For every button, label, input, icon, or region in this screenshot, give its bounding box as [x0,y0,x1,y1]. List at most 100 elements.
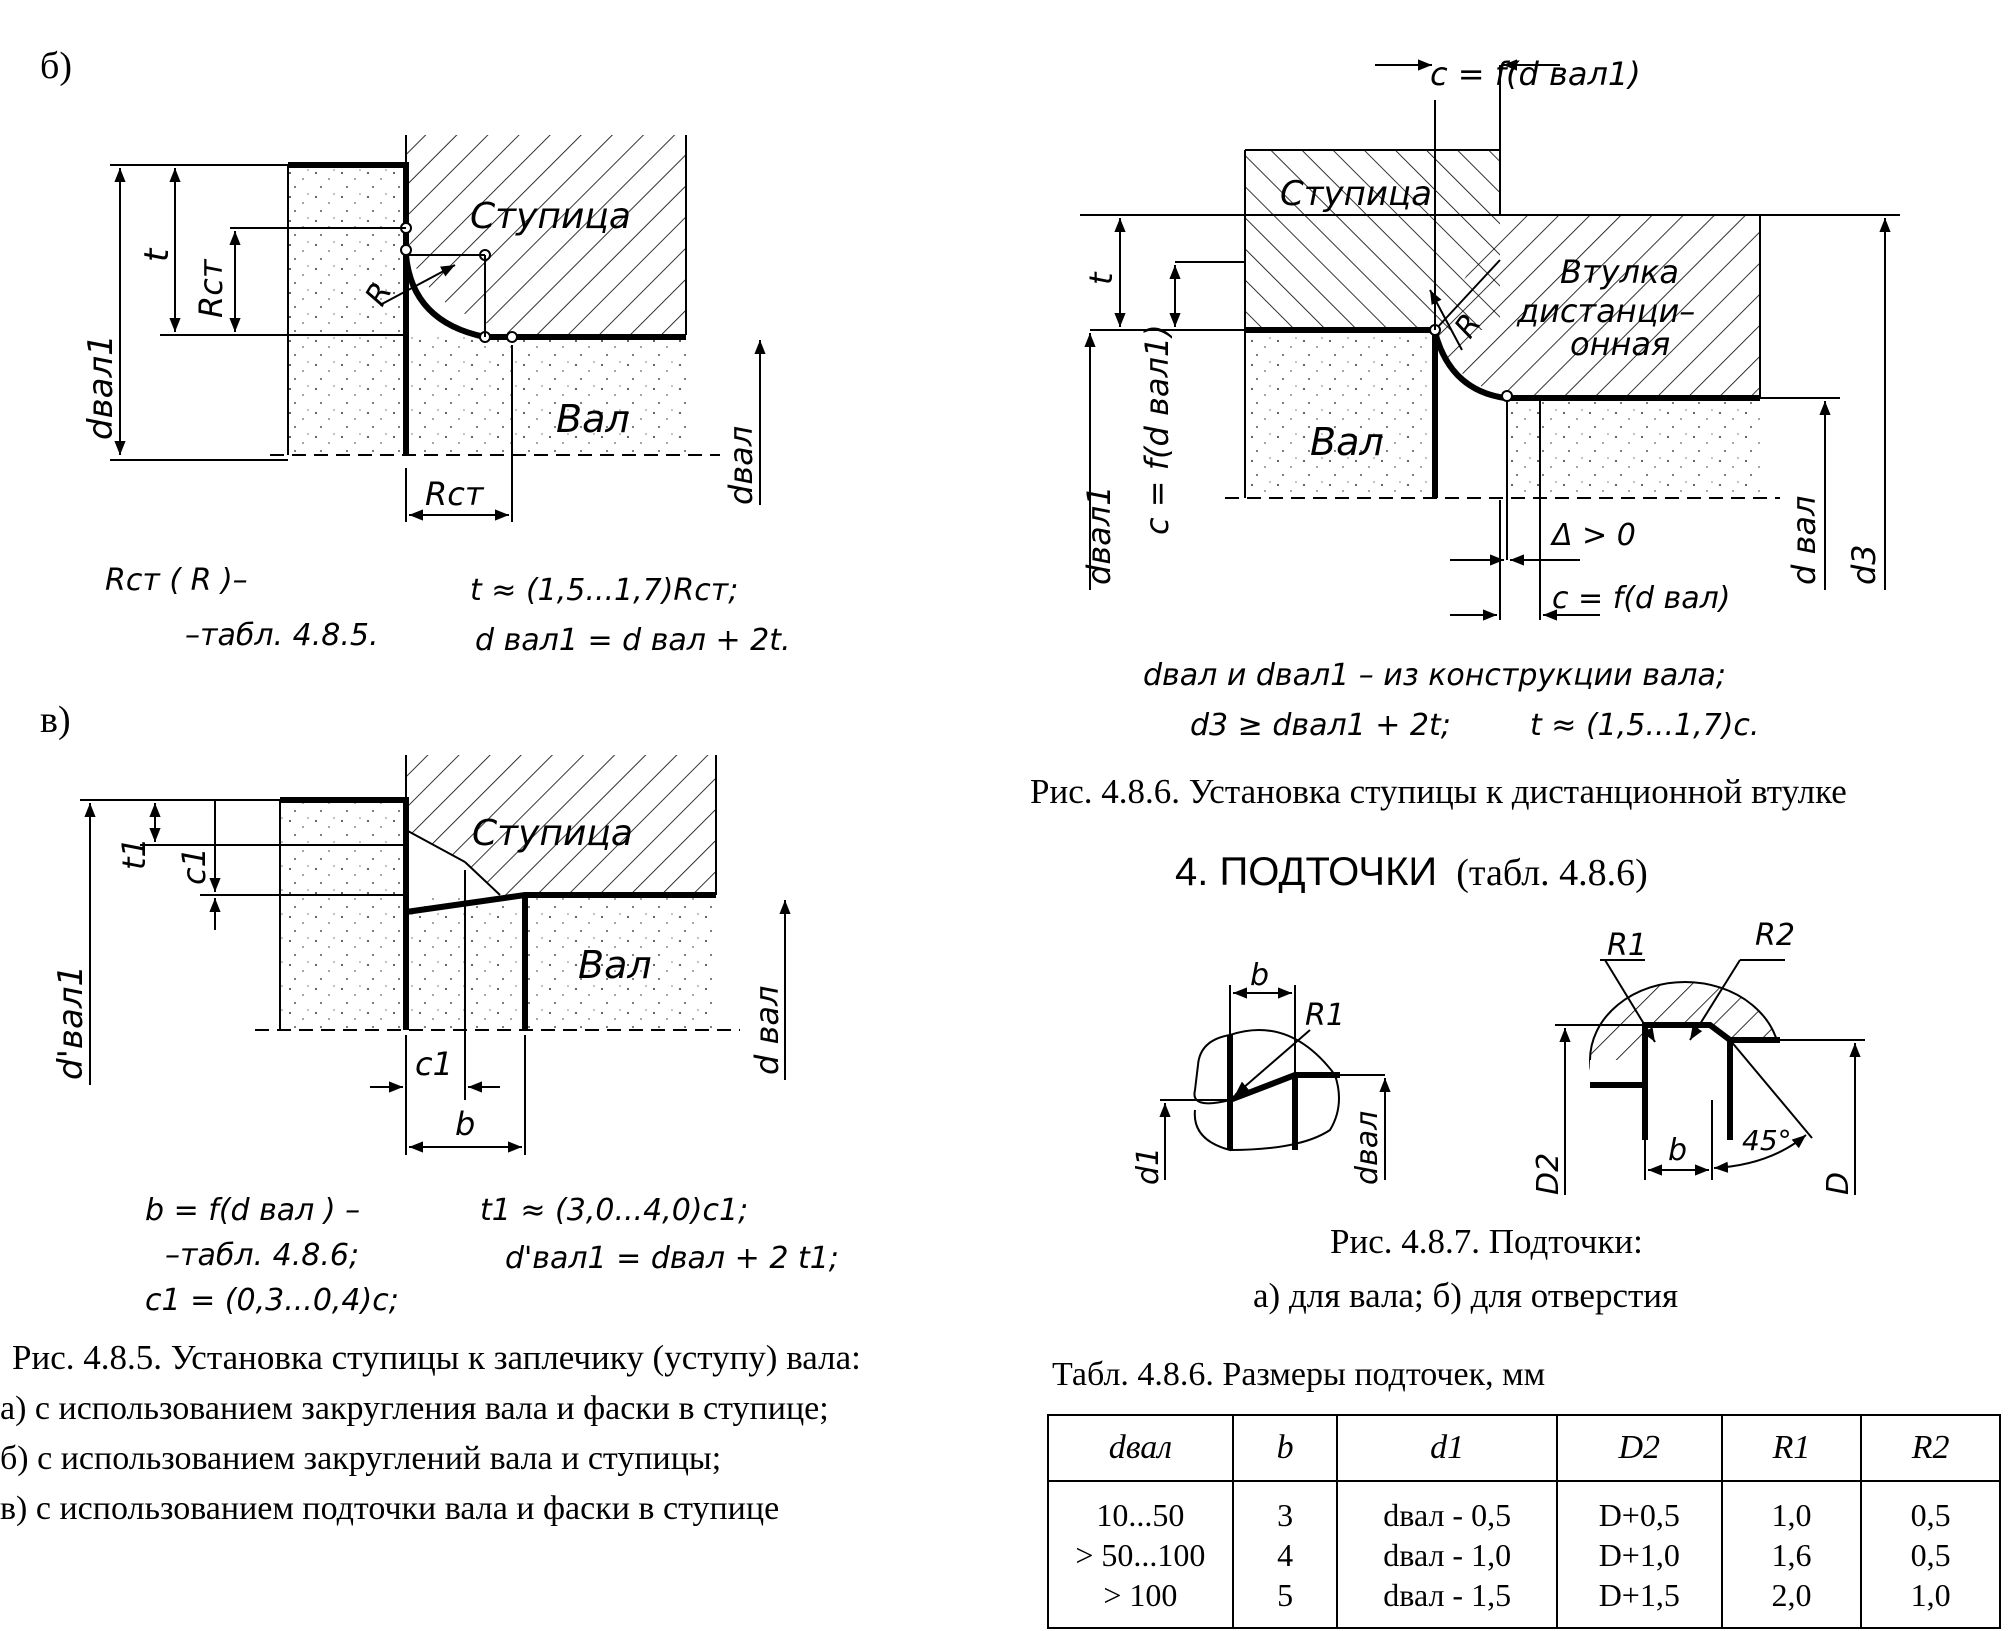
table-cell: 0,5 [1910,1536,1951,1573]
panel-b-drawing: б) Ступица Вал dвал1 t Rст R [40,45,791,658]
table-column-b: 3 4 5 [1231,1480,1339,1629]
table-column-r1: 1,0 1,6 2,0 [1720,1480,1863,1629]
undercut-r1-left-label: R1 [1305,998,1345,1033]
table-cell: dвал - 1,5 [1383,1576,1512,1613]
panel-b-rst-bottom-label: Rст [425,475,485,513]
panel-v-note-left-1: b = f(d вал ) – [145,1193,360,1228]
section-ref: (табл. 4.8.6) [1456,852,1648,894]
panel-b-note-left-2: –табл. 4.8.5. [185,618,378,653]
table-column-d1: dвал - 0,5 dвал - 1,0 dвал - 1,5 [1336,1480,1558,1629]
panel-v-hub-label: Ступица [472,813,633,854]
panel-v-label: в) [40,699,71,741]
table-cell: > 50...100 [1075,1536,1206,1573]
spacer-bushing-label-2: дистанци– [1516,292,1695,330]
table-header-cell: d1 [1336,1414,1558,1482]
fig-486-caption: Рис. 4.8.6. Установка ступицы к дистанци… [1030,772,1847,811]
spacer-note-2: d3 ≥ dвал1 + 2t; [1190,708,1451,743]
spacer-d3-label: d3 [1845,544,1883,585]
table-cell: 1,0 [1771,1496,1812,1533]
panel-v-drawing: в) Ступица Вал d'вал1 t1 c1 d вал c1 [40,699,839,1318]
table-cell: 1,0 [1910,1576,1951,1613]
fig-485-item-v: в) с использованием подточки вала и фаск… [0,1490,780,1527]
spacer-dval1-label: dвал1 [1080,485,1118,585]
panel-v-dval-label: d вал [748,986,786,1075]
table-header-cell: D2 [1555,1414,1723,1482]
panel-v-note-right-2: d'вал1 = dвал + 2 t1; [505,1241,839,1276]
undercut-dimensions-table: dвал b d1 D2 R1 R2 10...50 > 50...100 > … [1047,1414,2001,1629]
panel-v-note-left-2: –табл. 4.8.6; [165,1238,359,1273]
table-cell: D+0,5 [1598,1496,1680,1533]
fig-485-title: Рис. 4.8.5. Установка ступицы к заплечик… [12,1338,861,1377]
spacer-c-top-label: c = f(d вал1) [1430,55,1641,93]
panel-v-b-label: b [455,1105,475,1143]
section-title: 4. ПОДТОЧКИ [1175,850,1438,894]
panel-v-note-right-1: t1 ≈ (3,0...4,0)c1; [480,1193,748,1228]
table-cell: dвал - 0,5 [1383,1496,1512,1533]
panel-v-dval1p-label: d'вал1 [51,965,91,1080]
panel-v-c1-bottom-label: c1 [415,1045,453,1083]
table-cell: 1,6 [1771,1536,1812,1573]
undercut-d2-label: D2 [1531,1153,1566,1195]
panel-v-note-left-3: c1 = (0,3...0,4)c; [145,1283,399,1318]
table-cell: 0,5 [1910,1496,1951,1533]
table-cell: 2,0 [1771,1576,1812,1613]
fig-485-item-a: а) с использованием закругления вала и ф… [0,1390,829,1427]
undercut-b-right-label: b [1668,1133,1687,1168]
undercut-r1-right-label: R1 [1607,928,1647,963]
fig-487-caption-2: а) для вала; б) для отверстия [1253,1276,1679,1315]
panel-b-dval-label: dвал [722,426,760,505]
undercut-angle-label: 45° [1742,1124,1792,1157]
table-header-row: dвал b d1 D2 R1 R2 [1047,1414,2001,1482]
fig-487-caption-1: Рис. 4.8.7. Подточки: [1330,1222,1643,1261]
fig-485-item-b: б) с использованием закруглений вала и с… [0,1440,722,1477]
panel-b-rst-label: Rст [192,258,230,318]
table-header-cell: b [1231,1414,1339,1482]
section-heading: 4. ПОДТОЧКИ (табл. 4.8.6) [1175,850,1648,895]
spacer-note-3: t ≈ (1,5...1,7)c. [1530,708,1759,743]
panel-b-note-right-2: d вал1 = d вал + 2t. [475,623,791,658]
undercut-d1-label: d1 [1131,1147,1166,1185]
spacer-delta-label: Δ > 0 [1550,518,1636,553]
table-cell: 10...50 [1096,1496,1185,1533]
undercut-r2-right-label: R2 [1755,918,1795,953]
spacer-hub-label: Ступица [1280,174,1432,214]
table-caption: Табл. 4.8.6. Размеры подточек, мм [1052,1356,1546,1393]
spacer-c-left-label: c = f(d вал1) [1138,324,1176,535]
table-header-cell: R2 [1860,1414,2001,1482]
table-cell: 4 [1277,1536,1294,1573]
table-cell: 3 [1277,1496,1294,1533]
spacer-drawing: Ступица Втулка дистанци– онная Вал R c =… [1080,55,1900,743]
table-column-dval: 10...50 > 50...100 > 100 [1047,1480,1234,1629]
panel-b-shaft-label: Вал [556,397,630,441]
table-cell: > 100 [1103,1576,1178,1613]
table-cell: dвал - 1,0 [1383,1536,1512,1573]
undercut-dval-label: dвал [1350,1111,1385,1185]
panel-b-label: б) [40,45,72,87]
panel-b-note-right-1: t ≈ (1,5...1,7)Rст; [470,573,738,608]
table-cell: D+1,0 [1598,1536,1680,1573]
spacer-note-1: dвал и dвал1 – из конструкции вала; [1143,658,1726,693]
table-header-cell: R1 [1720,1414,1863,1482]
table-column-r2: 0,5 0,5 1,0 [1860,1480,2001,1629]
spacer-dval-label: d вал [1785,496,1823,585]
spacer-c-bottom-label: c = f(d вал) [1552,581,1731,616]
table-cell: D+1,5 [1598,1576,1680,1613]
undercut-shaft-drawing: b R1 d1 dвал [1131,958,1391,1185]
panel-b-hub-label: Ступица [470,196,631,237]
undercut-b-left-label: b [1250,958,1269,993]
panel-v-shaft-label: Вал [578,943,652,987]
table-column-d2: D+0,5 D+1,0 D+1,5 [1555,1480,1723,1629]
panel-v-c1-label: c1 [175,847,213,885]
panel-b-note-left-1: Rст ( R )– [105,563,248,598]
panel-v-t1-label: t1 [115,837,153,870]
panel-b-t-label: t [137,247,177,262]
undercut-hole-drawing: R1 R2 D2 b 45° D [1531,918,1865,1195]
spacer-bushing-label-3: онная [1570,325,1670,363]
undercut-d-label: D [1821,1172,1856,1195]
table-cell: 5 [1277,1576,1294,1613]
table-body-row: 10...50 > 50...100 > 100 3 4 5 dвал - 0,… [1047,1480,2001,1629]
panel-b-dval1-label: dвал1 [81,334,121,440]
spacer-bushing-label-1: Втулка [1560,253,1679,291]
spacer-shaft-label: Вал [1310,420,1384,464]
